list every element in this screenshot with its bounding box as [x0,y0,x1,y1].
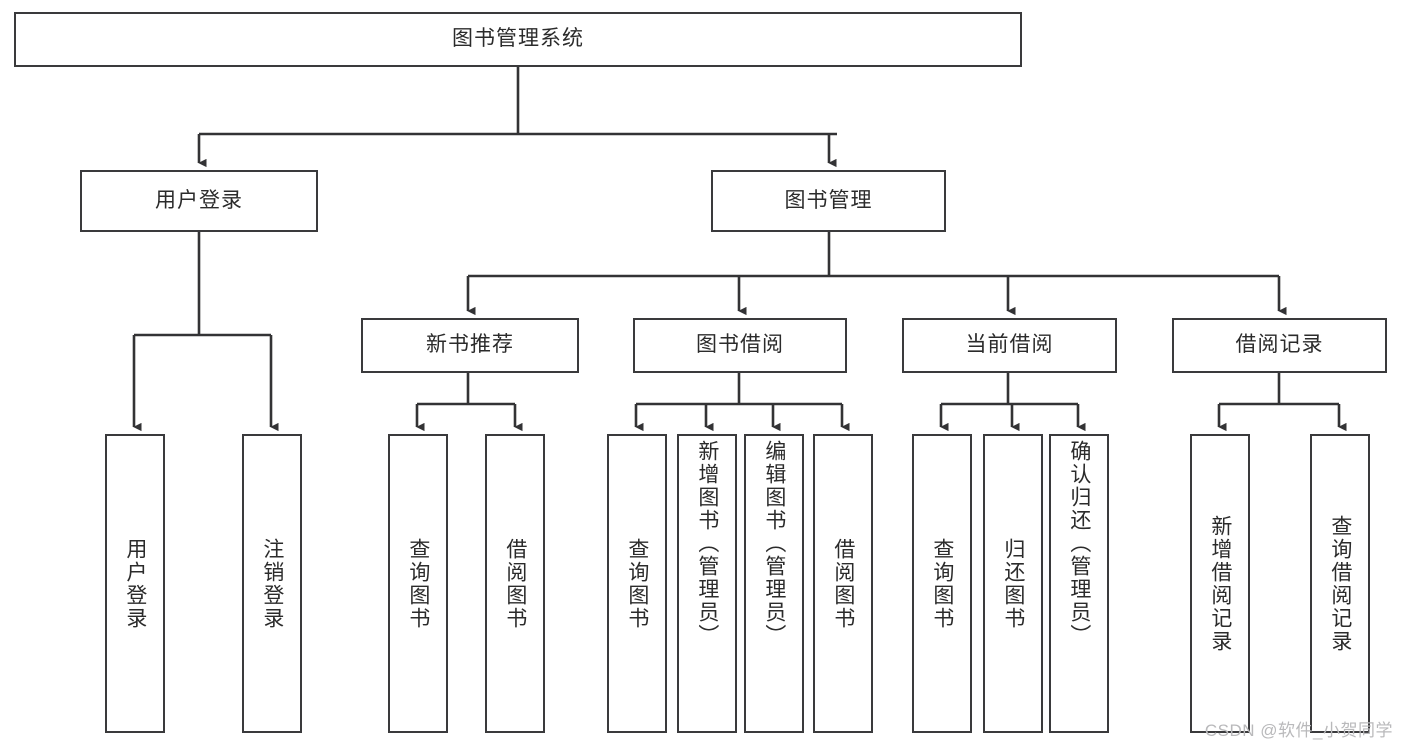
node-user-login-label: 用户登录 [155,188,243,212]
node-leaf-query-book-2-label: 查询图书 [625,537,649,630]
node-root-system[interactable]: 图书管理系统 [14,12,1022,67]
node-leaf-return-book[interactable]: 归还图书 [983,434,1043,733]
node-leaf-query-record[interactable]: 查询借阅记录 [1310,434,1370,733]
node-book-borrow-label: 图书借阅 [696,333,784,357]
node-book-manage-label: 图书管理 [784,188,873,212]
node-leaf-add-book-label: 新增图书（管理员） [695,440,719,647]
node-leaf-user-login-label: 用户登录 [123,537,147,630]
node-root-label: 图书管理系统 [452,27,584,51]
node-new-book-rec[interactable]: 新书推荐 [361,318,579,373]
node-leaf-add-record-label: 新增借阅记录 [1208,514,1232,653]
node-leaf-borrow-book-1-label: 借阅图书 [503,537,527,630]
node-leaf-query-book-1[interactable]: 查询图书 [388,434,448,733]
node-leaf-query-book-3-label: 查询图书 [930,537,954,630]
node-leaf-edit-book-label: 编辑图书（管理员） [762,440,786,647]
node-leaf-query-record-label: 查询借阅记录 [1328,514,1352,653]
node-leaf-borrow-book-2-label: 借阅图书 [831,537,855,630]
node-current-borrow-label: 当前借阅 [965,333,1054,357]
node-leaf-add-book[interactable]: 新增图书（管理员） [677,434,737,733]
node-leaf-confirm-return[interactable]: 确认归还（管理员） [1049,434,1109,733]
node-leaf-user-logout-label: 注销登录 [260,537,284,630]
node-leaf-borrow-book-2[interactable]: 借阅图书 [813,434,873,733]
node-leaf-confirm-return-label: 确认归还（管理员） [1067,440,1091,647]
node-leaf-user-login[interactable]: 用户登录 [105,434,165,733]
node-borrow-record-label: 借阅记录 [1235,333,1324,357]
node-book-borrow[interactable]: 图书借阅 [633,318,847,373]
node-leaf-borrow-book-1[interactable]: 借阅图书 [485,434,545,733]
node-leaf-query-book-1-label: 查询图书 [406,537,430,630]
node-leaf-user-logout[interactable]: 注销登录 [242,434,302,733]
csdn-watermark: CSDN @软件_小贺同学 [1204,721,1393,740]
node-leaf-edit-book[interactable]: 编辑图书（管理员） [744,434,804,733]
node-user-login[interactable]: 用户登录 [80,170,318,232]
node-leaf-query-book-2[interactable]: 查询图书 [607,434,667,733]
node-borrow-record[interactable]: 借阅记录 [1172,318,1387,373]
node-leaf-query-book-3[interactable]: 查询图书 [912,434,972,733]
node-leaf-add-record[interactable]: 新增借阅记录 [1190,434,1250,733]
node-leaf-return-book-label: 归还图书 [1001,537,1025,630]
node-current-borrow[interactable]: 当前借阅 [902,318,1117,373]
node-book-manage[interactable]: 图书管理 [711,170,946,232]
node-new-book-rec-label: 新书推荐 [426,333,514,357]
